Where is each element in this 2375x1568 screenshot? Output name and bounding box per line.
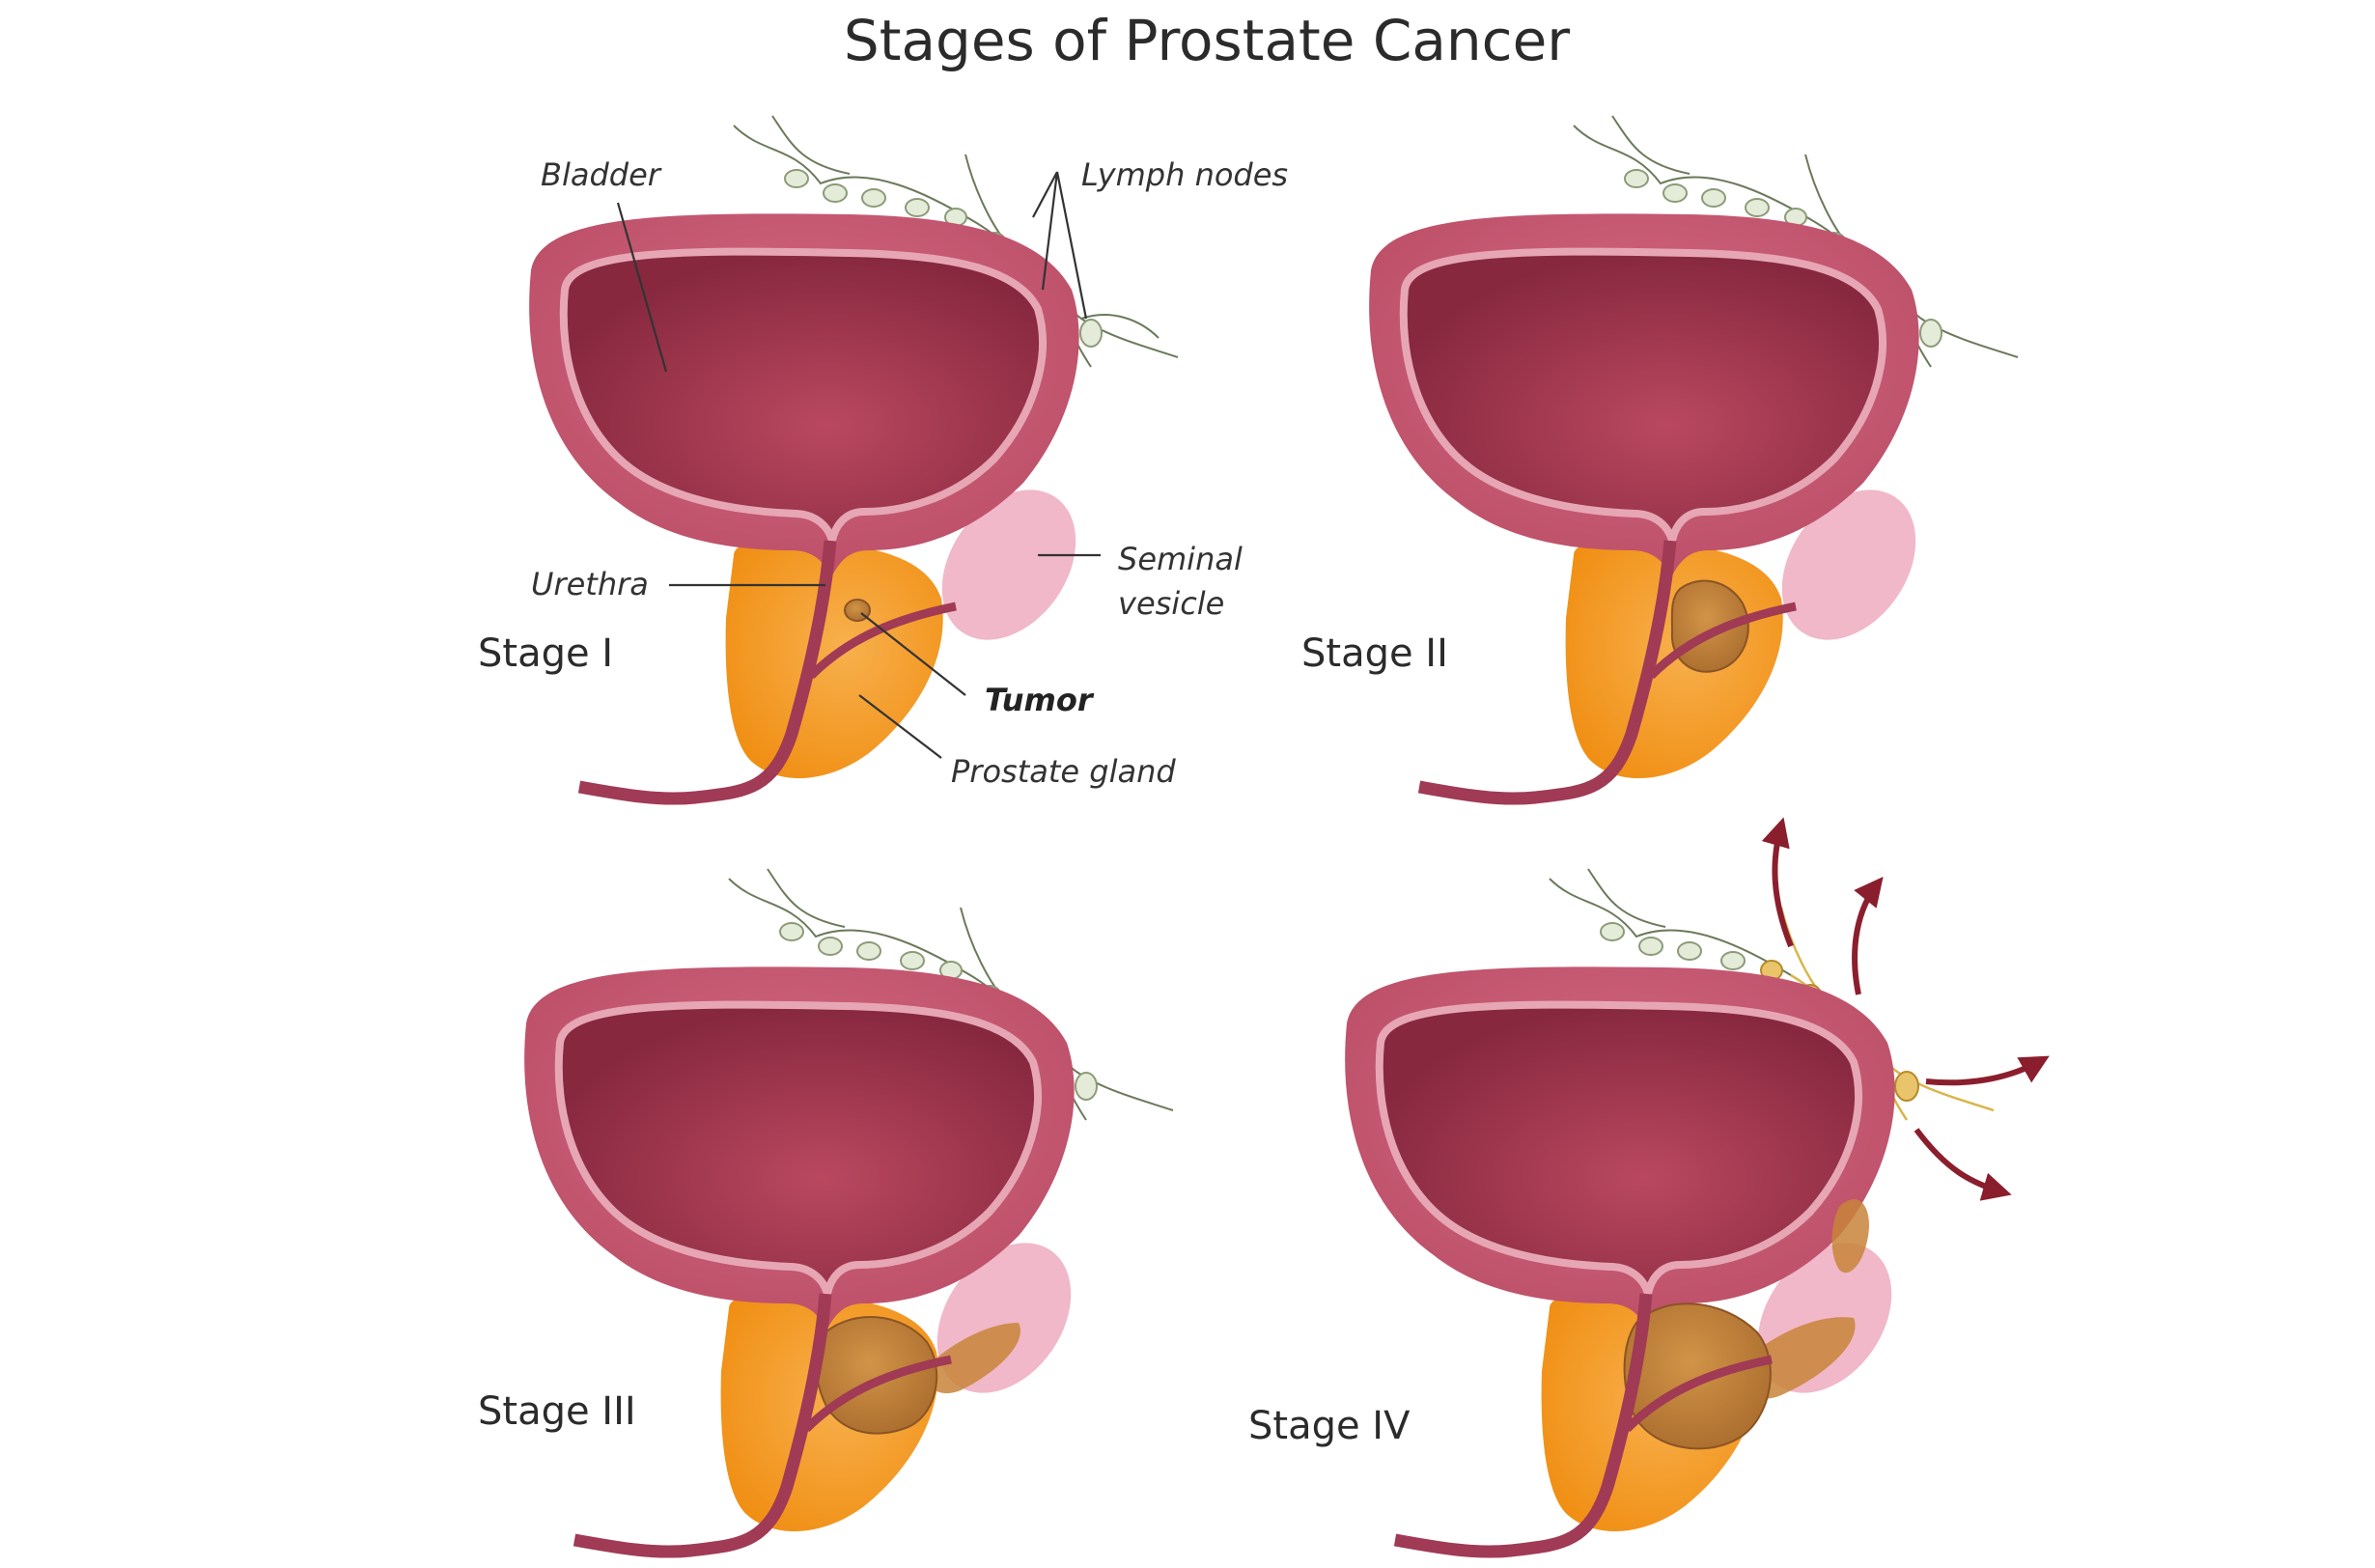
label-tumor: Tumor	[985, 682, 1095, 718]
stage-3-illustration: Stage III	[478, 868, 1174, 1558]
page-title: Stages of Prostate Cancer	[844, 8, 1570, 73]
tumor	[814, 1316, 938, 1435]
leader-tumor	[860, 612, 966, 696]
bladder-cavity	[1375, 1000, 1862, 1296]
ejaculatory-duct	[1623, 1355, 1773, 1433]
seminal-vesicle	[941, 490, 1076, 640]
urethra	[1393, 1293, 1653, 1558]
metastasis-arrow-3	[1925, 1055, 2050, 1086]
bladder-cavity	[559, 247, 1047, 543]
stage-label: Stage III	[478, 1389, 636, 1434]
bladder-cavity	[1399, 247, 1886, 543]
label-seminal-vesicle-line1: Seminal	[1118, 541, 1243, 577]
stage-2-illustration: Stage II	[1301, 115, 2019, 805]
bladder-wall-invasion	[1831, 1198, 1869, 1274]
label-lymph-nodes: Lymph nodes	[1081, 156, 1288, 193]
ejaculatory-duct	[807, 602, 957, 680]
stage-4-illustration: Stage IV	[1248, 817, 2050, 1558]
label-seminal-vesicle-line2: vesicle	[1118, 585, 1224, 622]
leader-lymph-nodes	[1032, 171, 1088, 320]
bladder-cavity	[554, 1000, 1042, 1296]
metastasis-arrows	[1761, 817, 2050, 1201]
label-prostate-gland: Prostate gland	[951, 753, 1176, 790]
ejaculatory-duct	[1647, 602, 1797, 680]
metastasis-arrow-2	[1852, 876, 1884, 995]
stage-label: Stage II	[1301, 631, 1448, 676]
seminal-vesicle-invasion	[922, 1323, 1020, 1394]
stage-label: Stage I	[478, 631, 613, 676]
ejaculatory-duct	[802, 1355, 952, 1433]
label-bladder: Bladder	[541, 156, 662, 193]
metastasis-arrow-4	[1914, 1128, 2012, 1201]
leader-prostate-gland	[858, 694, 942, 759]
stage-1-illustration: Bladder Lymph nodes Urethra Seminal vesi…	[478, 115, 1288, 805]
urethra	[577, 540, 837, 805]
leader-bladder	[616, 202, 668, 373]
lymph-node-group	[1600, 922, 1746, 970]
label-urethra: Urethra	[531, 566, 649, 602]
stage-label: Stage IV	[1248, 1404, 1411, 1448]
urethra	[573, 1293, 832, 1558]
urethra	[1417, 540, 1677, 805]
lymph-vessels	[1549, 868, 1792, 976]
seminal-vesicle	[1781, 490, 1916, 640]
metastasis-arrow-1	[1761, 817, 1794, 948]
